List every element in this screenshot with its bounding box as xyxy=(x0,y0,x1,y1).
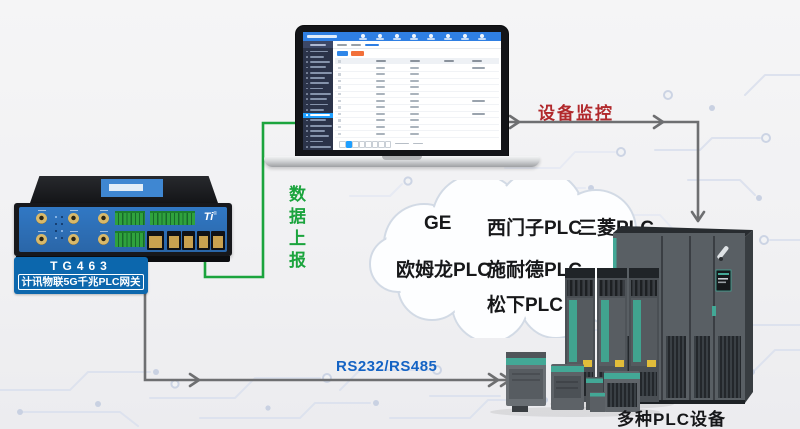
serial-protocol-label: RS232/RS485 xyxy=(336,358,437,375)
device-monitoring-label: 设备监控 xyxy=(538,99,614,124)
data-report-label: 数据上报 xyxy=(283,185,308,273)
plc-devices-caption: 多种PLC设备 xyxy=(617,405,726,429)
